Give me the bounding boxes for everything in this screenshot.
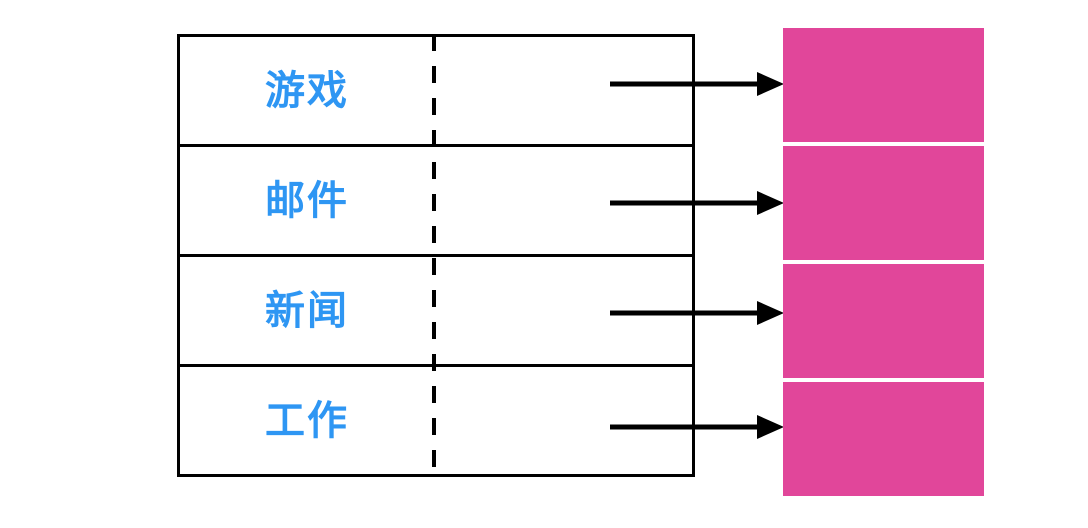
- target-box-games: [783, 28, 984, 142]
- category-table: 游戏 邮件 新闻 工作: [177, 34, 695, 477]
- table-row-games: 游戏: [180, 37, 692, 147]
- row-label-news: 新闻: [265, 288, 349, 333]
- row-label-mail: 邮件: [265, 178, 349, 223]
- row-label-work: 工作: [265, 398, 349, 443]
- target-box-mail: [783, 146, 984, 260]
- table-cell: 工作: [180, 401, 434, 441]
- row-label-games: 游戏: [265, 68, 349, 113]
- table-row-work: 工作: [180, 367, 692, 474]
- table-cell: 邮件: [180, 181, 434, 221]
- table-cell: 新闻: [180, 291, 434, 331]
- table-row-news: 新闻: [180, 257, 692, 367]
- table-cell: 游戏: [180, 71, 434, 111]
- table-row-mail: 邮件: [180, 147, 692, 257]
- target-box-work: [783, 382, 984, 496]
- target-box-news: [783, 264, 984, 378]
